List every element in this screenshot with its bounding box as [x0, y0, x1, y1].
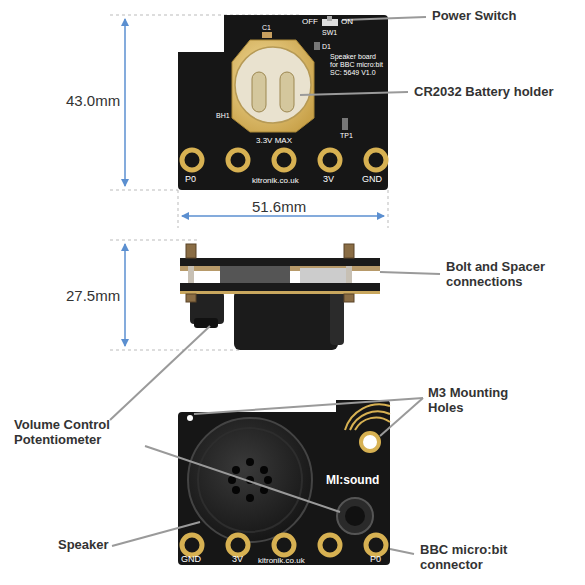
- dimension-label: 27.5mm: [64, 287, 122, 304]
- callout-label: M3 Mounting Holes: [428, 386, 538, 416]
- dimension-label: 51.6mm: [250, 198, 308, 215]
- board-text: D1: [322, 43, 331, 51]
- board-logo: MI:sound: [326, 474, 379, 488]
- board-text: ON: [341, 17, 353, 26]
- board-text: kitronik.co.uk: [258, 556, 305, 565]
- pin-label: 3V: [232, 554, 243, 564]
- pin-label: GND: [181, 554, 201, 564]
- callout-label: CR2032 Battery holder: [414, 85, 553, 100]
- callout-label: Bolt and Spacer connections: [446, 260, 571, 290]
- pin-label: P0: [185, 174, 196, 184]
- board-text: Speaker board for BBC micro:bit SC: 5649…: [330, 53, 385, 77]
- callout-label: Volume Control Potentiometer: [14, 418, 144, 448]
- callout-label: Power Switch: [432, 9, 517, 24]
- board-text: OFF: [302, 17, 318, 26]
- board-text: C1: [262, 24, 271, 32]
- pin-label: P0: [370, 554, 381, 564]
- dimension-label: 43.0mm: [64, 92, 122, 109]
- pin-label: 3V: [323, 174, 334, 184]
- board-text: SW1: [322, 29, 337, 37]
- pin-label: GND: [362, 174, 382, 184]
- board-text: kitronik.co.uk: [252, 176, 299, 185]
- board-text: TP1: [340, 132, 353, 140]
- callout-label: Speaker: [58, 538, 109, 553]
- callout-label: BBC micro:bit connector: [420, 543, 540, 573]
- board-text: BH1: [216, 112, 230, 120]
- board-text: 3.3V MAX: [256, 136, 292, 145]
